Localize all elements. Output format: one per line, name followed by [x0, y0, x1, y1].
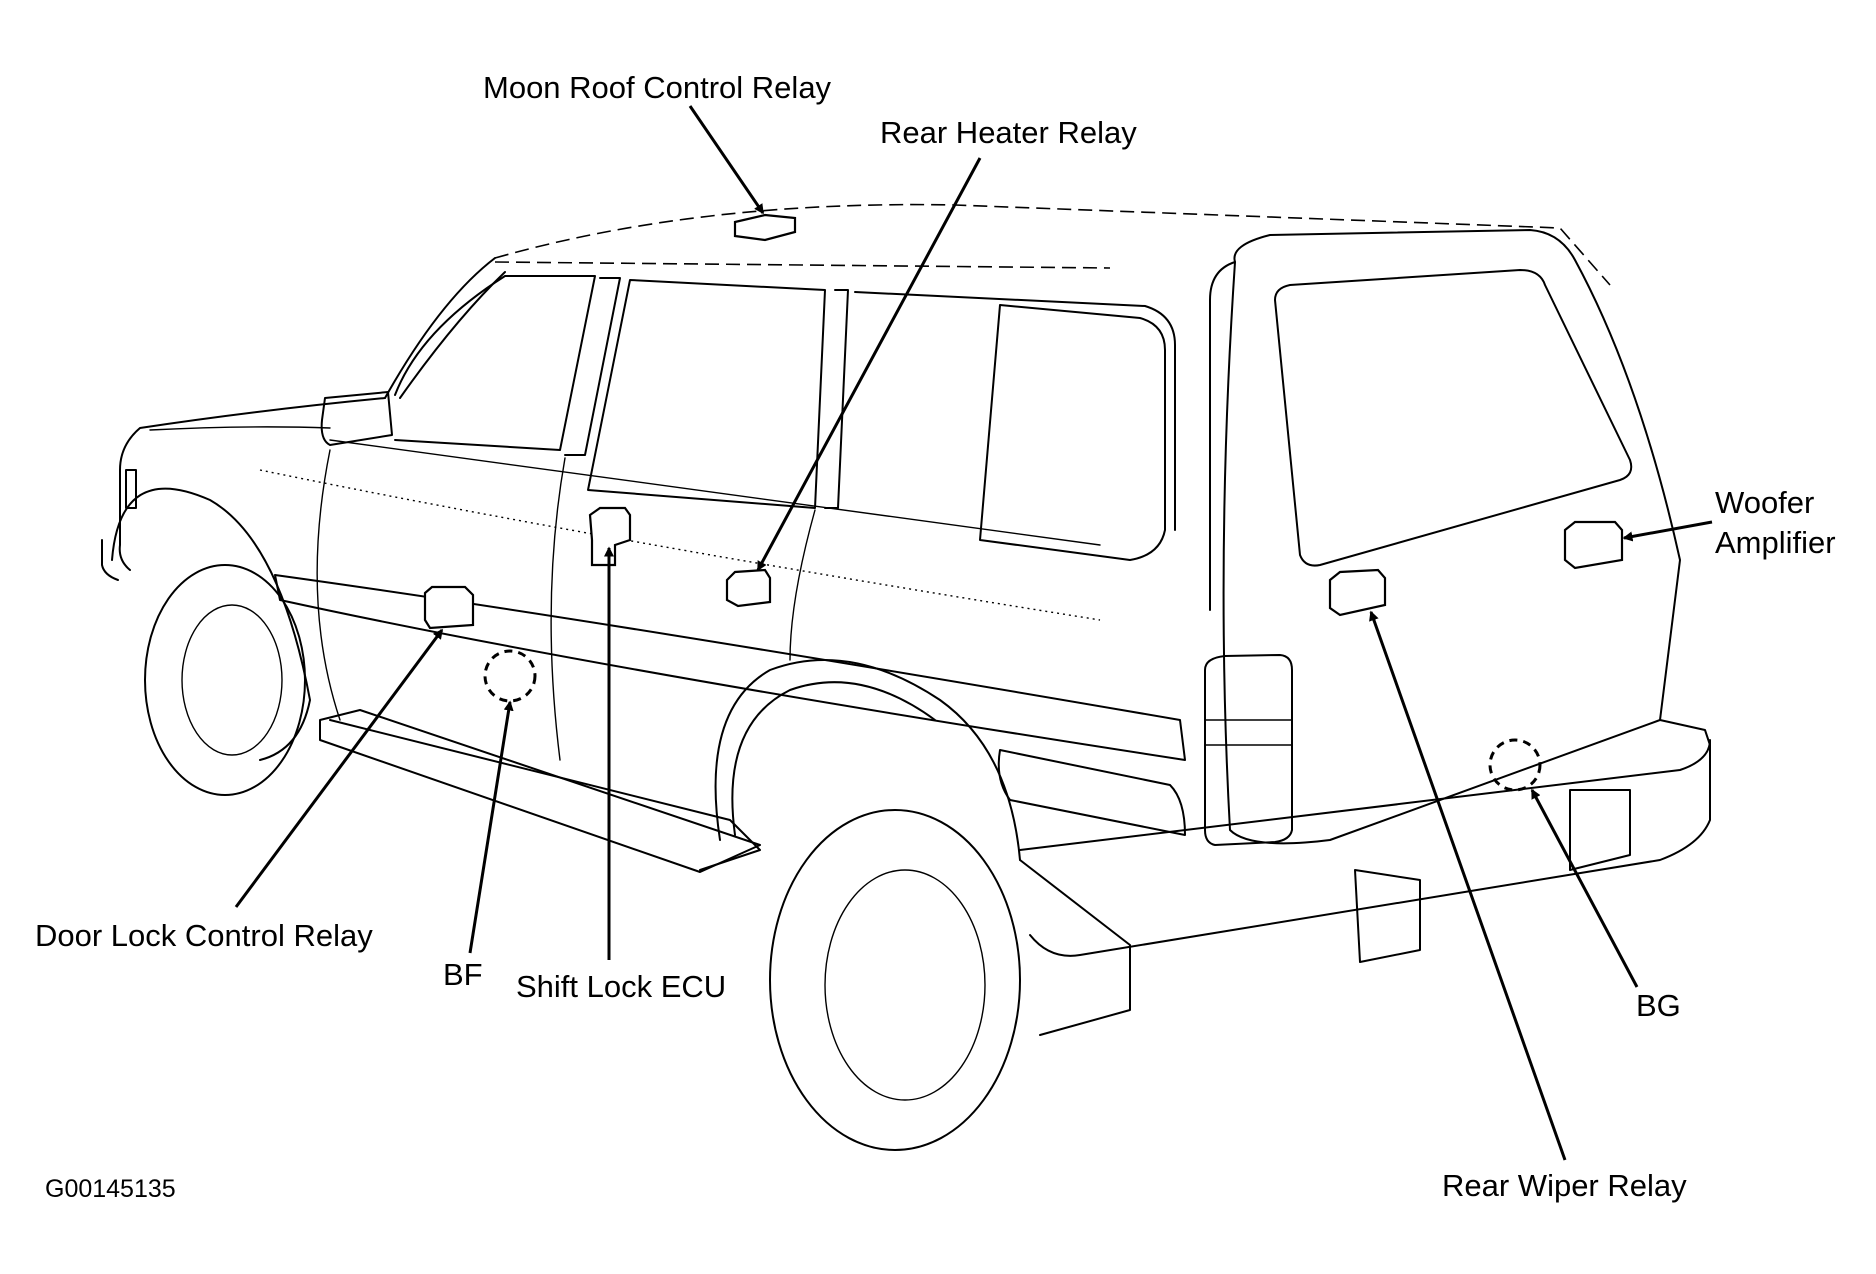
arrow-rear-wiper-relay [1369, 610, 1567, 1161]
arrow-door-lock-control-relay [234, 628, 444, 908]
quarter-window-outer [854, 291, 1176, 531]
side-mirror [320, 391, 393, 446]
bumper-step-right [1569, 789, 1631, 871]
arrow-rear-heater-relay [756, 157, 982, 572]
mud-flap [1019, 859, 1131, 1036]
bumper-corner [1659, 719, 1711, 746]
belt-line [329, 439, 1101, 546]
windshield-inner [399, 271, 506, 399]
components [423, 213, 1624, 792]
shift-lock-ecu-box [588, 506, 632, 567]
rear-wheel-arch-inner [731, 681, 936, 836]
rear-wheel-arch [714, 659, 1021, 861]
moon-roof-control-relay-box [733, 213, 797, 242]
arrow-bf [468, 700, 514, 954]
bumper-step-left [1354, 869, 1421, 963]
rear-glass [1274, 269, 1633, 567]
roof-edge-dashed [494, 203, 1611, 286]
door-cut-rear [789, 509, 816, 661]
rear-fender-panel [997, 749, 1186, 836]
label-woofer-amplifier-line1: Woofer [1715, 485, 1814, 520]
front-window [394, 275, 596, 451]
rear-quarter-window [979, 304, 1166, 561]
arrow-woofer-amplifier [1622, 520, 1713, 542]
rear-door-window [587, 279, 826, 509]
figure-id: G00145135 [45, 1175, 176, 1203]
arrow-moon-roof-control-relay [688, 105, 765, 215]
door-lock-control-relay-box [423, 585, 475, 630]
side-molding [274, 574, 1186, 761]
front-wheel-arch [111, 487, 311, 761]
label-bf: BF [443, 957, 483, 992]
front-tire [144, 564, 306, 796]
rear-hatch-outline [1222, 229, 1681, 845]
label-bg: BG [1636, 988, 1681, 1023]
vehicle-outline [101, 203, 1711, 1151]
running-board [319, 709, 761, 873]
woofer-amplifier-box [1563, 520, 1624, 570]
labels: Moon Roof Control Relay Rear Heater Rela… [35, 70, 1836, 1203]
hood [119, 397, 386, 471]
rear-heater-relay-box [725, 568, 772, 608]
hood-crease [149, 426, 331, 431]
label-rear-wiper-relay: Rear Wiper Relay [1442, 1168, 1687, 1203]
headlamp [125, 469, 137, 509]
label-rear-heater-relay: Rear Heater Relay [880, 115, 1137, 150]
rear-tire [769, 809, 1021, 1151]
label-door-lock-control-relay: Door Lock Control Relay [35, 918, 373, 953]
rocker-panel [329, 719, 761, 871]
b-pillar [564, 277, 621, 456]
ground-point-bg [1488, 738, 1542, 792]
label-moon-roof-control-relay: Moon Roof Control Relay [483, 70, 832, 105]
label-shift-lock-ecu: Shift Lock ECU [516, 969, 726, 1004]
ground-point-bf [483, 649, 537, 703]
a-pillar [384, 257, 496, 399]
c-pillar [824, 289, 849, 509]
tail-lamp-divider [1204, 719, 1293, 746]
front-rim [181, 604, 283, 756]
front-grille [118, 469, 131, 571]
rear-wiper-relay-box [1328, 568, 1387, 617]
label-woofer-amplifier-line2: Amplifier [1715, 525, 1836, 560]
roof-rail-dashed [494, 261, 1111, 269]
rear-rim [824, 869, 986, 1101]
door-beltline-dotted [259, 469, 1101, 621]
rear-bumper [1019, 739, 1711, 957]
tail-lamp [1204, 654, 1293, 846]
leader-arrows [234, 105, 1713, 1161]
door-cut-front [316, 449, 341, 721]
front-bumper [101, 539, 119, 581]
arrow-bg [1530, 788, 1639, 988]
rear-pillar [1209, 261, 1236, 611]
door-cut-middle [550, 457, 566, 761]
